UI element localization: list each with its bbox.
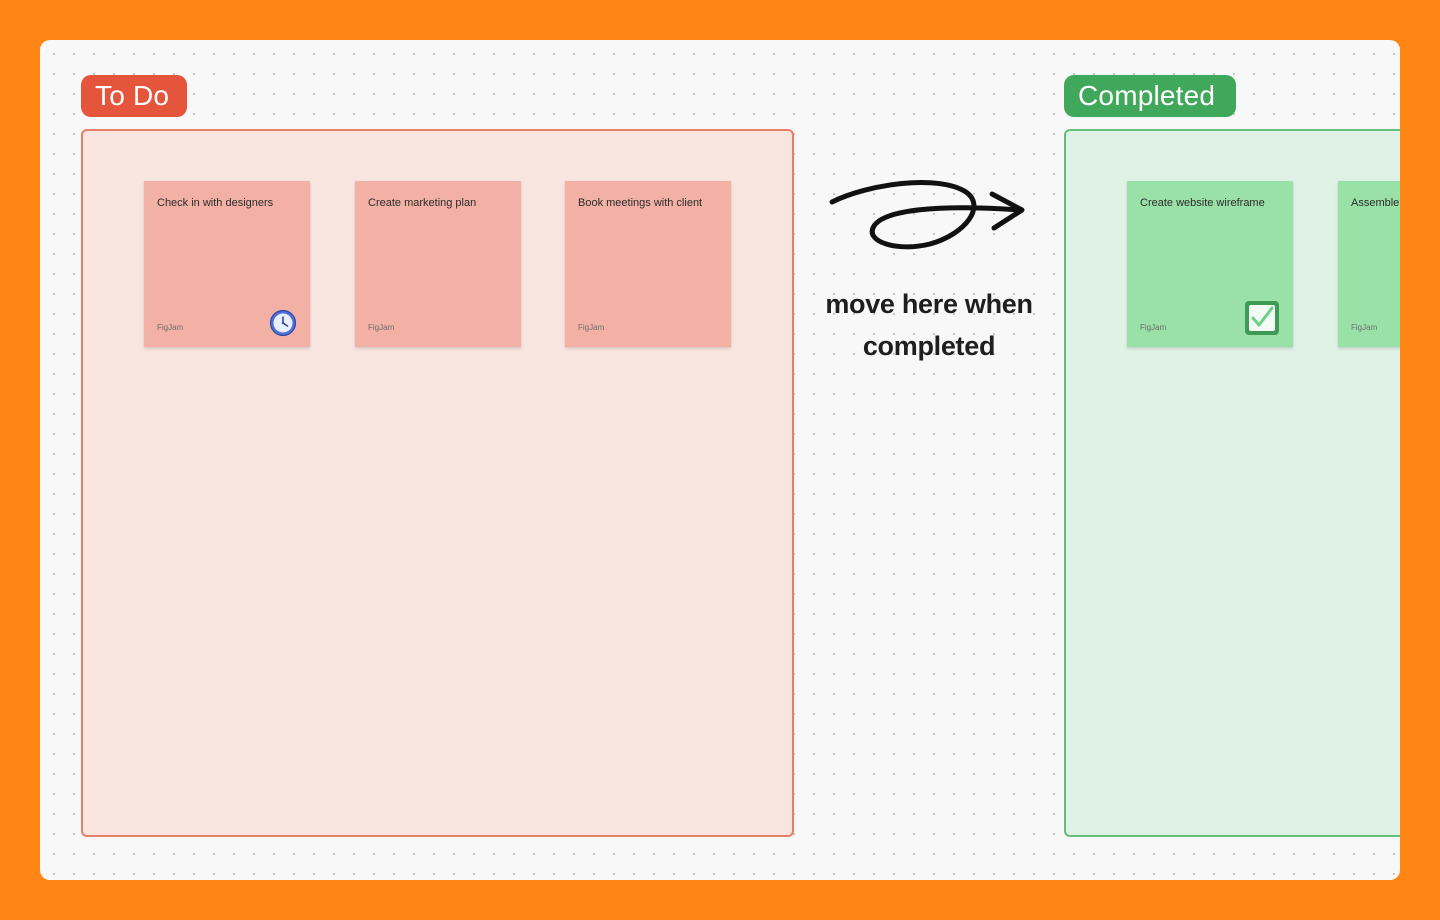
clock-icon	[269, 309, 297, 337]
sticky-text: Book meetings with client	[578, 197, 703, 209]
sticky-note[interactable]: Check in with designers FigJam	[144, 181, 310, 347]
sticky-text: Assemble	[1351, 197, 1400, 209]
sticky-author: FigJam	[1140, 323, 1167, 332]
sticky-author: FigJam	[368, 323, 395, 332]
annotation-line-1: move here when	[825, 289, 1033, 319]
sticky-text: Create website wireframe	[1140, 197, 1265, 209]
sticky-author: FigJam	[1351, 323, 1378, 332]
checkbox-checked-icon	[1245, 301, 1279, 335]
sticky-text: Check in with designers	[157, 197, 274, 209]
sticky-note[interactable]: Create marketing plan FigJam	[355, 181, 521, 347]
sticky-author: FigJam	[578, 323, 605, 332]
sticky-author: FigJam	[157, 323, 184, 332]
sticky-text: Create marketing plan	[368, 197, 477, 209]
section-label-todo[interactable]: To Do	[81, 75, 187, 117]
figjam-canvas[interactable]: To Do Check in with designers FigJam Cre…	[40, 40, 1400, 880]
annotation-text[interactable]: move here when completed	[810, 283, 1048, 367]
sticky-note[interactable]: Create website wireframe FigJam	[1127, 181, 1293, 347]
section-label-completed[interactable]: Completed	[1064, 75, 1236, 117]
sticky-note[interactable]: Book meetings with client FigJam	[565, 181, 731, 347]
annotation-line-2: completed	[862, 331, 996, 361]
sticky-note[interactable]: Assemble FigJam	[1338, 181, 1400, 347]
hand-drawn-arrow-icon[interactable]	[828, 176, 1028, 256]
